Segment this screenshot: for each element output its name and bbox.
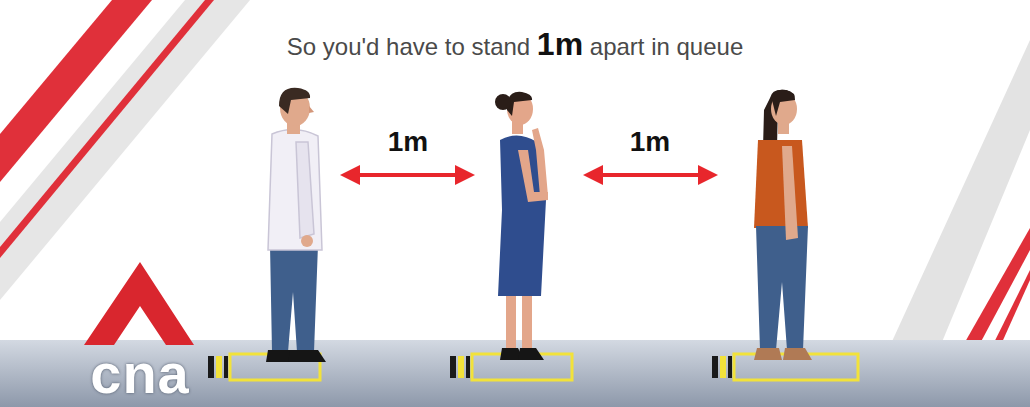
title-emphasis: 1m <box>537 26 583 62</box>
arrow-line <box>356 173 459 177</box>
shoe <box>288 350 326 362</box>
title-part: apart in queue <box>583 33 743 60</box>
title: So you'd have to stand 1m apart in queue <box>0 26 1030 63</box>
dimension-arrow <box>583 165 718 185</box>
arrow-head <box>455 165 475 185</box>
arm <box>782 146 798 240</box>
title-part: So you'd have to stand <box>287 33 537 60</box>
woman-figure <box>495 92 548 360</box>
hair <box>772 90 795 116</box>
leg <box>522 292 532 350</box>
arrow-head <box>340 165 360 185</box>
hand <box>301 235 313 247</box>
hatch <box>450 356 456 378</box>
hatch <box>728 356 732 378</box>
arm <box>296 142 314 238</box>
shoe <box>754 348 782 360</box>
red-stripe <box>0 0 214 258</box>
arrow-head <box>583 165 603 185</box>
hair <box>279 88 310 114</box>
jeans <box>270 245 318 352</box>
raised-arm <box>532 128 548 196</box>
hatch <box>458 356 464 378</box>
red-stripe <box>0 0 152 182</box>
shirt <box>268 129 322 250</box>
floor <box>0 340 1030 407</box>
man-figure <box>266 88 326 362</box>
hatch <box>720 356 726 378</box>
hatch <box>712 356 718 378</box>
hatch <box>216 356 222 378</box>
hair-bun <box>495 94 511 110</box>
grey-stripe <box>0 0 250 300</box>
label-holder: cna <box>90 346 190 402</box>
arrow-head <box>698 165 718 185</box>
hatch <box>224 356 228 378</box>
shoe <box>783 348 812 360</box>
title-holder: So you'd have to stand 1m apart in queue <box>0 26 1030 63</box>
dimension-label: 1m <box>630 126 670 158</box>
arrow-line <box>599 173 702 177</box>
label-holder: 1m <box>630 126 670 158</box>
logo-watermark: cna <box>90 346 190 402</box>
dimension-arrow <box>340 165 475 185</box>
woman-figure <box>754 90 812 360</box>
heel <box>518 348 544 360</box>
leg <box>506 292 516 350</box>
hatch <box>466 356 470 378</box>
top <box>754 140 808 228</box>
dimension-label: 1m <box>388 126 428 158</box>
hatch <box>208 356 214 378</box>
nose <box>309 106 314 113</box>
jeans <box>756 226 808 350</box>
label-holder: 1m <box>388 126 428 158</box>
logo-mark <box>84 262 194 345</box>
